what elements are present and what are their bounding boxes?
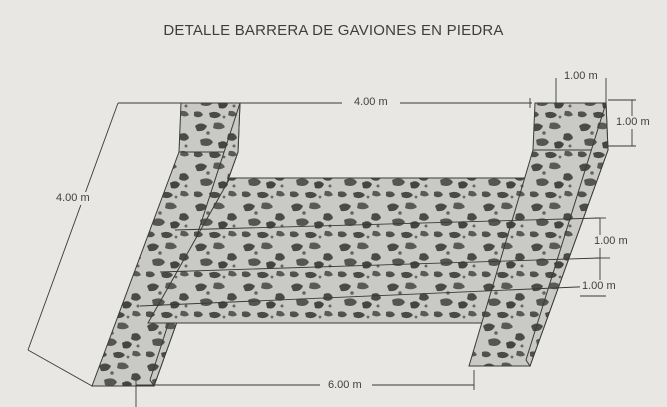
post-height-label: 1.00 m <box>614 116 652 129</box>
layer-line-1 <box>174 217 601 231</box>
left-depth-extension <box>27 349 93 387</box>
layer-line-2 <box>159 257 601 273</box>
left-depth-label: 4.00 m <box>54 192 92 205</box>
bottom-length-label: 6.00 m <box>326 379 364 392</box>
top-length-label: 4.00 m <box>352 96 390 109</box>
right-post-side-face <box>525 102 609 368</box>
layer-line-3 <box>139 285 601 307</box>
drawing-title: DETALLE BARRERA DE GAVIONES EN PIEDRA <box>163 22 504 39</box>
layer-2-height-label: 1.00 m <box>580 280 618 293</box>
left-depth-dimension-line <box>27 102 119 351</box>
layer-1-height-label: 1.00 m <box>592 235 630 248</box>
post-width-label: 1.00 m <box>562 70 600 83</box>
